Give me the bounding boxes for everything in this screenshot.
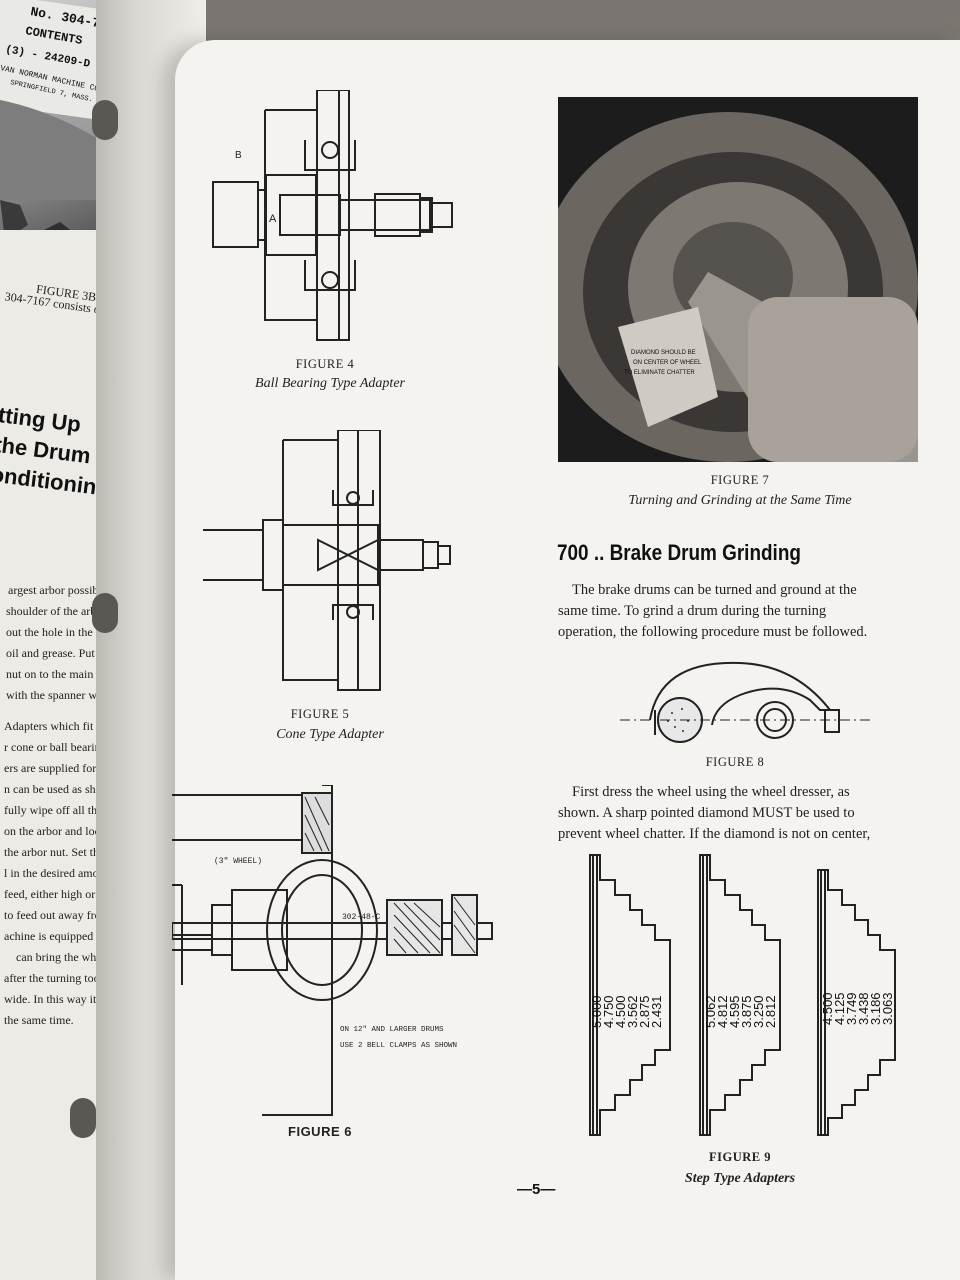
figure-4-number: FIGURE 4: [295, 357, 355, 371]
figure-9-title: Step Type Adapters: [684, 1171, 796, 1186]
tool-bits-box-photo: No. 304-7167 CONTENTS (3) - 24209-D TOOL…: [0, 0, 100, 262]
paragraph-2-line: shown. A sharp pointed diamond MUST be u…: [558, 805, 855, 821]
figure-5-drawing: [203, 430, 451, 691]
figure-6-note-line-1: ON 12" AND LARGER DRUMS: [340, 1026, 444, 1034]
figure-7-title: Turning and Grinding at the Same Time: [628, 493, 852, 508]
figure-6-part-label: 302-48-C: [342, 913, 381, 922]
left-line: on the arbor and lock: [4, 824, 100, 838]
photo-caption-line-2: ON CENTER OF WHEEL: [633, 360, 702, 366]
binder-hole: [70, 1098, 96, 1138]
adapter-1-size-3: 4.500: [613, 995, 628, 1028]
adapter-1-size-6: 2.431: [649, 995, 664, 1028]
left-line: nut on to the main spindle: [6, 667, 100, 681]
adapter-2-size-5: 3.250: [751, 995, 766, 1028]
binder-hole: [92, 593, 118, 633]
figure-6-note-line-2: USE 2 BELL CLAMPS AS SHOWN: [340, 1042, 457, 1050]
left-line: n can be used as shown: [4, 782, 100, 796]
adapter-3-size-6: 3.063: [880, 992, 895, 1025]
adapter-2-size-2: 4.812: [715, 995, 730, 1028]
left-line: can bring the wheel: [16, 950, 100, 964]
figure-8-number: FIGURE 8: [705, 755, 765, 769]
left-line: out the hole in the spindle: [6, 625, 100, 639]
left-line: with the spanner wrench: [6, 688, 100, 702]
adapter-1-outline: [589, 854, 671, 1136]
adapter-2-size-1: 5.062: [703, 995, 718, 1028]
figure-4-label-b: B: [235, 150, 242, 161]
section-paragraph-1: The brake drums can be turned and ground…: [558, 580, 923, 643]
figure-6-number: FIGURE 6: [288, 1124, 352, 1139]
paragraph-2-line: prevent wheel chatter. If the diamond is…: [558, 826, 871, 842]
figure-4-title: Ball Bearing Type Adapter: [255, 376, 405, 391]
adapter-1-size-2: 4.750: [601, 995, 616, 1028]
figure-5-title: Cone Type Adapter: [276, 727, 384, 742]
left-page: No. 304-7167 CONTENTS (3) - 24209-D TOOL…: [0, 0, 100, 1280]
adapter-2-size-6: 2.812: [763, 995, 778, 1028]
adapter-3-size-4: 3.438: [856, 992, 871, 1025]
figure-6-drawing: (3" WHEEL) 302-48-C ON 12" AND LARGER DR…: [172, 785, 493, 1116]
adapter-3-size-1: 4.500: [820, 992, 835, 1025]
left-line: fully wipe off all the: [4, 803, 100, 817]
left-line: r cone or ball bearing: [4, 740, 100, 754]
left-line: to feed out away from: [4, 908, 100, 922]
figure-7-number: FIGURE 7: [710, 473, 770, 487]
section-paragraph-2: First dress the wheel using the wheel dr…: [558, 782, 923, 845]
figure-4-drawing: B A: [212, 90, 453, 341]
figure-9-drawing: 5.000 4.750 4.500 3.562 2.875 2.431 5.06…: [589, 854, 896, 1136]
left-line: ers are supplied for: [4, 761, 97, 775]
paragraph-1-line: same time. To grind a drum during the tu…: [558, 603, 827, 619]
left-line: Adapters which fit the: [4, 719, 100, 733]
page-number: —5—: [517, 1181, 556, 1198]
left-line: feed, either high or low: [4, 887, 100, 901]
left-line: oil and grease. Put arbor: [6, 646, 100, 660]
left-line: after the turning tool: [4, 971, 100, 985]
grinding-machine-photo: DIAMOND SHOULD BE ON CENTER OF WHEEL TO …: [558, 97, 918, 462]
box-label-illustration: No. 304-7167 CONTENTS (3) - 24209-D TOOL…: [0, 0, 100, 262]
figure-9-number: FIGURE 9: [709, 1150, 771, 1164]
adapter-3-size-2: 4.125: [832, 992, 847, 1025]
adapter-1-size-5: 2.875: [637, 995, 652, 1028]
adapter-1-size-1: 5.000: [589, 995, 604, 1028]
binder-hole: [92, 100, 118, 140]
figure-7-photo: DIAMOND SHOULD BE ON CENTER OF WHEEL TO …: [558, 97, 918, 462]
left-line: argest arbor possible: [8, 583, 100, 597]
adapter-3-size-3: 3.749: [844, 992, 859, 1025]
figure-8-drawing: [620, 661, 870, 743]
paragraph-1-line: operation, the following procedure must …: [558, 624, 868, 640]
left-line: shoulder of the arbor: [6, 604, 100, 618]
adapter-2-size-4: 3.875: [739, 995, 754, 1028]
adapter-3-outline: [817, 869, 896, 1136]
photo-caption-line-1: DIAMOND SHOULD BE: [631, 350, 696, 356]
adapter-2-size-3: 4.595: [727, 995, 742, 1028]
adapter-2-outline: [699, 854, 781, 1136]
paragraph-1-line: The brake drums can be turned and ground…: [572, 582, 857, 598]
left-line: the arbor nut. Set the: [4, 845, 100, 859]
left-section-heading: tting Up the Drum onditioning: [0, 400, 100, 504]
left-line: the same time.: [4, 1013, 74, 1027]
adapter-3-size-5: 3.186: [868, 992, 883, 1025]
figure-4-label-a: A: [269, 213, 277, 225]
photo-caption-line-3: TO ELIMINATE CHATTER: [624, 370, 695, 376]
figure-5-number: FIGURE 5: [290, 707, 350, 721]
adapter-1-size-4: 3.562: [625, 995, 640, 1028]
paragraph-2-line: First dress the wheel using the wheel dr…: [572, 784, 850, 800]
figure-6-wheel-label: (3" WHEEL): [214, 857, 262, 866]
left-line: wide. In this way it is: [4, 992, 100, 1006]
section-title: 700 .. Brake Drum Grinding: [557, 540, 801, 565]
left-line: l in the desired amount: [4, 866, 100, 880]
left-line: achine is equipped with: [4, 929, 100, 943]
